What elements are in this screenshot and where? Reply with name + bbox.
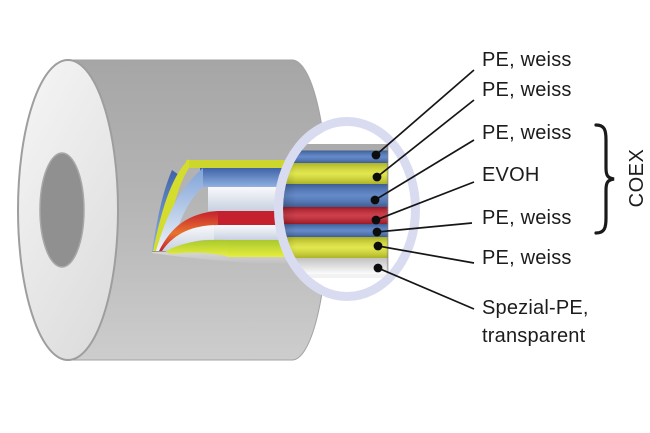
film-ribbon-white [162, 225, 214, 251]
label-layer-7-line2: transparent [482, 325, 586, 347]
band-shade-4 [283, 207, 388, 224]
leader-line-5 [376, 222, 473, 233]
leader-line-4 [375, 181, 475, 221]
magnifier [274, 117, 420, 301]
leader-line-3 [374, 139, 475, 201]
band-shade-6 [283, 237, 388, 258]
leader-dots [370, 150, 383, 273]
film-ribbon-yellow [153, 159, 189, 251]
leader-dot-3 [370, 195, 380, 205]
leader-dot-2 [372, 172, 382, 182]
band-shade-5 [283, 224, 388, 237]
label-layer-7: Spezial-PE, transparent [482, 294, 589, 350]
leader-line-1 [375, 69, 475, 156]
label-layer-7-line1: Spezial-PE, [482, 297, 589, 319]
label-coex-group: COEX [626, 148, 648, 208]
label-layer-3: PE, weiss [482, 122, 572, 144]
label-layer-2: PE, weiss [482, 79, 572, 101]
leader-dot-5 [372, 227, 382, 237]
leader-line-6 [377, 245, 475, 264]
layer-band-spezial-pe-highlight [283, 258, 388, 274]
film-ribbon-lightblue [156, 168, 203, 251]
stack-right-edge [386, 144, 389, 278]
coex-brace [594, 123, 615, 235]
layer-band-bottom-white-edge [283, 274, 388, 278]
leader-dot-7 [373, 263, 383, 273]
leader-dot-1 [371, 150, 381, 160]
film-ribbon-yellow-inner [165, 239, 228, 256]
film-roll [17, 59, 329, 361]
leader-lines [374, 69, 475, 310]
label-layer-6: PE, weiss [482, 247, 572, 269]
layer-stack [283, 144, 389, 278]
band-shade-3 [283, 184, 388, 207]
magnifier-ring [274, 117, 420, 301]
label-layer-1: PE, weiss [482, 49, 572, 71]
leader-line-2 [376, 99, 475, 178]
band-shade-1 [283, 150, 388, 163]
band-shade-2 [283, 163, 388, 184]
leader-dot-6 [373, 241, 383, 251]
label-layer-4: EVOH [482, 164, 540, 186]
label-layer-5: PE, weiss [482, 207, 572, 229]
leader-line-7 [377, 267, 475, 310]
film-roll-core-hole [39, 152, 85, 268]
layer-band-edge-gray [283, 144, 388, 151]
leader-dot-4 [371, 215, 381, 225]
